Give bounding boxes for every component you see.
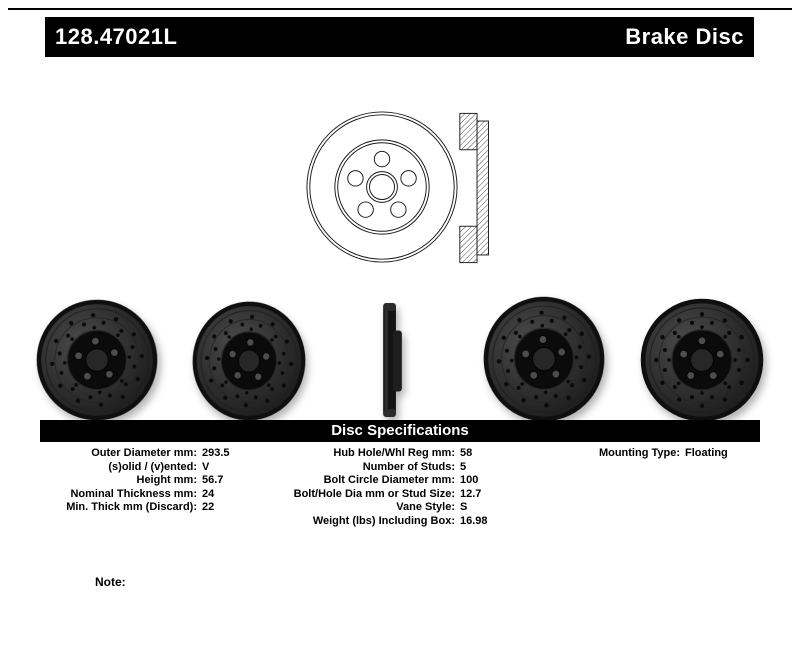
spec-row-vane-style: Vane Style: S — [396, 501, 468, 513]
spec-column-left: Outer Diameter mm: 293.5 (s)olid / (v)en… — [40, 447, 252, 515]
spec-row-outer-diameter: Outer Diameter mm: 293.5 — [91, 447, 230, 459]
part-number: 128.47021L — [55, 24, 178, 49]
spec-row-bolt-circle-diameter: Bolt Circle Diameter mm: 100 — [323, 474, 479, 486]
spec-row-hub-hole: Hub Hole/Whl Reg mm: 58 — [333, 447, 473, 459]
rotor-photo-front-icon — [629, 296, 775, 424]
spec-row-number-of-studs: Number of Studs: 5 — [362, 460, 467, 473]
rotor-photo-angled-icon — [178, 295, 319, 428]
rotor-photo-angled-left-icon — [21, 291, 173, 429]
spec-section-title: Disc Specifications — [40, 420, 760, 442]
product-type-title: Brake Disc — [625, 24, 744, 49]
brake-disc-cross-section-drawing-icon — [459, 112, 489, 264]
spec-row-height: Height mm: 56.7 — [136, 474, 224, 486]
brake-disc-front-drawing-icon — [306, 111, 458, 263]
header-bar: 128.47021L Brake Disc — [45, 17, 754, 57]
rotor-photo-angled-right-icon — [467, 290, 621, 428]
spec-row-bolt-hole-dia: Bolt/Hole Dia mm or Stud Size: 12.7 — [293, 487, 482, 500]
top-border-rule — [8, 8, 792, 10]
spec-row-solid-vented: (s)olid / (v)ented: V — [108, 460, 210, 473]
spec-columns: Outer Diameter mm: 293.5 (s)olid / (v)en… — [40, 447, 760, 528]
spec-row-mounting-type: Mounting Type: Floating — [598, 447, 728, 459]
spec-row-weight: Weight (lbs) Including Box: 16.98 — [312, 514, 488, 527]
spec-row-min-thickness: Min. Thick mm (Discard): 22 — [66, 501, 215, 513]
spec-row-nominal-thickness: Nominal Thickness mm: 24 — [70, 487, 215, 500]
spec-column-right: Mounting Type: Floating — [510, 447, 760, 461]
rotor-edge-profile-photo-icon — [383, 302, 402, 418]
spec-column-middle: Hub Hole/Whl Reg mm: 58 Number of Studs:… — [252, 447, 510, 528]
note-label: Note: — [95, 575, 126, 589]
